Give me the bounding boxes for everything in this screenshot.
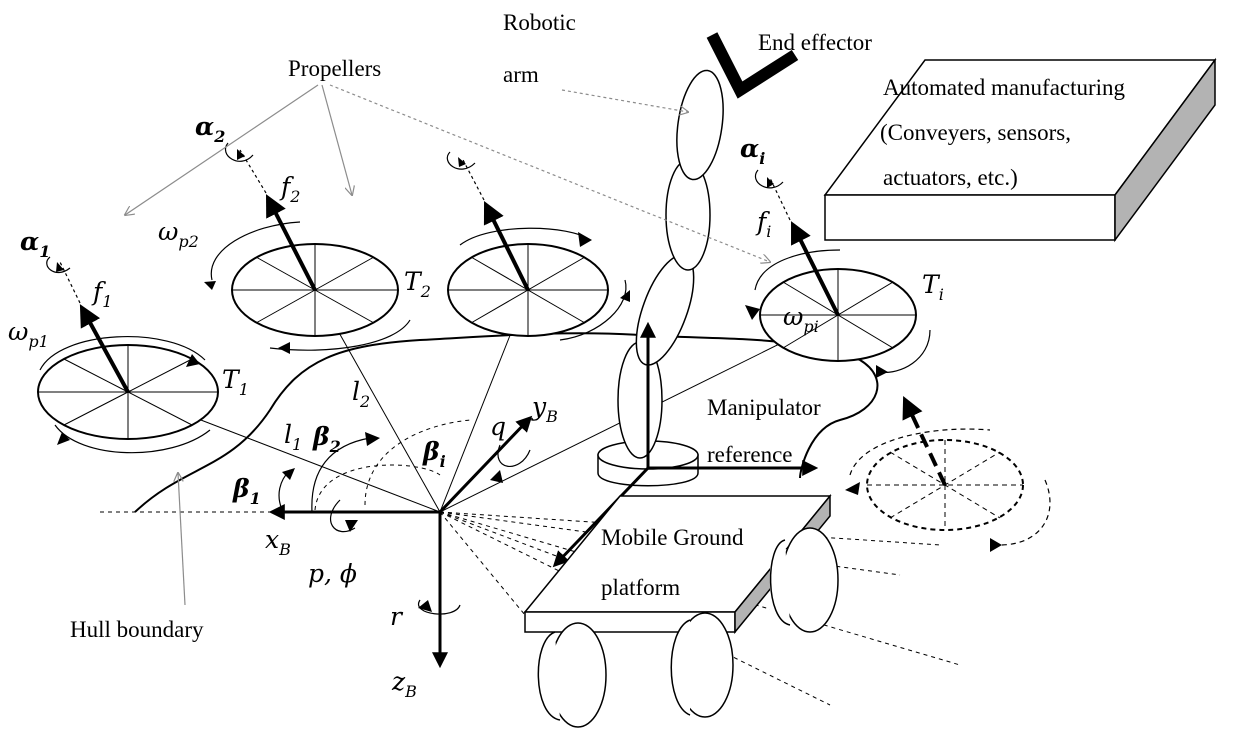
- thrust-arrow-fi: [791, 221, 840, 316]
- label-automated-1: Automated manufacturing: [883, 75, 1126, 100]
- rotation-q-arrow: [490, 470, 503, 483]
- ghost-thrust-arrow: [902, 396, 947, 486]
- label-robotic: Robotic: [503, 10, 576, 35]
- manip-axis-down: [552, 466, 650, 568]
- ghost-arrow-a: [845, 482, 860, 495]
- label-end-effector: End effector: [758, 30, 872, 55]
- end-effector: [706, 32, 799, 99]
- sym-omega-pi: ωpi: [783, 302, 819, 336]
- sym-xB: xB: [265, 525, 291, 559]
- sym-beta-2: β2: [312, 422, 341, 456]
- sym-alpha-2: α2: [195, 112, 225, 146]
- beta-i-arc: [364, 419, 471, 506]
- propeller-2: [204, 221, 411, 354]
- label-propellers: Propellers: [288, 56, 381, 81]
- sym-zB: zB: [391, 667, 417, 701]
- sym-T2: T2: [404, 267, 431, 301]
- label-mobile-2: platform: [601, 575, 680, 600]
- hull-boundary-curve: [134, 332, 879, 513]
- tilt-axis-i: [769, 177, 791, 221]
- tilt-axis-2: [239, 149, 267, 194]
- sym-alpha-1: α1: [20, 227, 50, 261]
- rotation-r-arrow: [418, 600, 432, 612]
- beta-1-arrow: [282, 468, 295, 480]
- sym-l1: l1: [284, 420, 302, 454]
- sym-q: q: [490, 412, 506, 441]
- sym-r: r: [390, 602, 404, 631]
- sym-omega-p1: ωp1: [8, 317, 49, 351]
- ghost-propeller: [849, 428, 1051, 546]
- label-arm: arm: [503, 62, 539, 87]
- platform-wheels: [537, 527, 839, 728]
- label-mobile-1: Mobile Ground: [601, 525, 744, 550]
- label-hull-boundary: Hull boundary: [70, 617, 204, 642]
- propeller-1: [37, 336, 219, 454]
- sym-p-phi: p, ϕ: [308, 559, 357, 588]
- tilt-axis-3: [461, 157, 485, 201]
- tilt-axis-1: [59, 261, 81, 304]
- sym-omega-p2: ωp2: [158, 217, 199, 251]
- tilt-axis-3-tip: [458, 157, 466, 167]
- automated-manufacturing-box: [823, 57, 1217, 243]
- axis-yB: [438, 415, 533, 514]
- thrust-arrow-f2: [265, 194, 317, 291]
- tilt-axis-1-tip: [56, 262, 64, 272]
- sym-beta-1: β1: [232, 474, 261, 508]
- label-automated-3: actuators, etc.): [883, 165, 1018, 190]
- propeller-3: [447, 227, 630, 341]
- sym-alpha-i: αi: [740, 134, 765, 168]
- rotation-r: [417, 599, 461, 615]
- robotic-arm: [617, 69, 724, 459]
- sym-Ti: Ti: [922, 270, 944, 304]
- rotation-p-arrow: [345, 520, 358, 532]
- rotation-q: [497, 444, 531, 467]
- label-manipulator: Manipulator: [707, 395, 821, 420]
- dashed-rotation-arc: [314, 464, 441, 511]
- label-reference: reference: [707, 442, 793, 467]
- tilt-axis-i-tip: [767, 177, 774, 188]
- thrust-arrow-f1: [79, 304, 130, 393]
- alpha-3-rotation: [446, 151, 476, 170]
- alpha-1-rotation: [46, 256, 71, 274]
- sym-yB: yB: [531, 392, 558, 426]
- sym-fi: fi: [755, 207, 771, 241]
- alpha-i-rotation: [755, 169, 784, 189]
- sym-beta-i: βi: [422, 437, 446, 471]
- tilt-axis-2-tip: [237, 149, 245, 160]
- label-automated-2: (Conveyers, sensors,: [880, 120, 1071, 145]
- beta-2-arc: [311, 437, 371, 513]
- sym-T1: T1: [222, 365, 249, 399]
- ghost-arrow-b: [990, 538, 1002, 552]
- sym-l2: l2: [352, 377, 370, 411]
- sym-f2: f2: [279, 172, 300, 206]
- leader-lines: [125, 84, 770, 606]
- beta-2-arrow: [365, 432, 380, 446]
- thrust-arrow-f3: [483, 201, 530, 291]
- sym-f1: f1: [91, 277, 112, 311]
